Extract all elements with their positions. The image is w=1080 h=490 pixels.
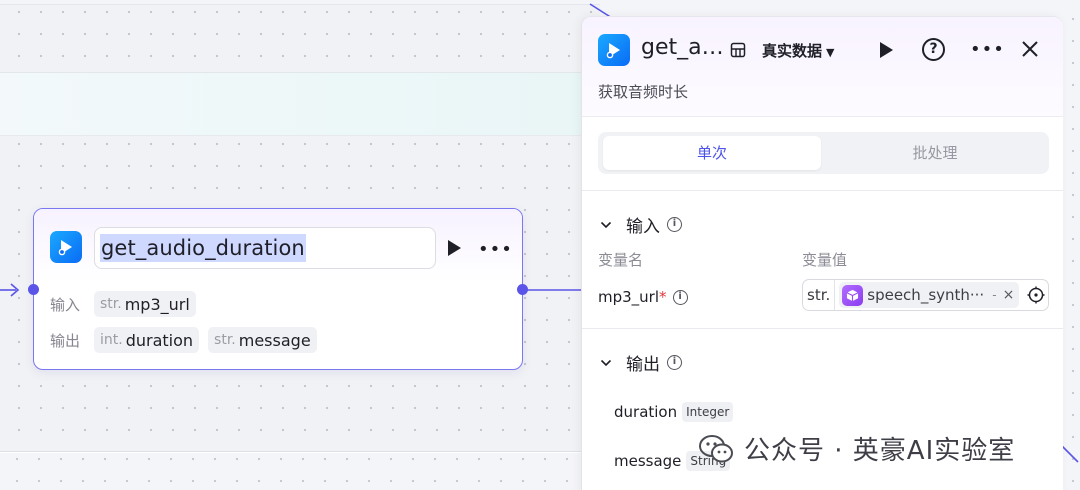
data-source-dropdown[interactable]: 真实数据▼ (762, 40, 834, 61)
data-source-label: 真实数据 (762, 42, 823, 60)
play-triangle-app-icon (598, 34, 630, 66)
panel-header (582, 17, 1063, 117)
info-icon[interactable]: i (667, 217, 682, 232)
target-icon[interactable] (1027, 286, 1045, 304)
play-triangle-app-icon (50, 231, 82, 263)
output-name: duration (614, 403, 678, 421)
output-section-header[interactable]: 输出 i (600, 350, 682, 375)
info-icon[interactable]: i (672, 289, 688, 305)
column-variable-value: 变量值 (802, 251, 848, 269)
canvas-group-strip (0, 72, 600, 136)
more-dots-icon[interactable]: ••• (478, 239, 513, 260)
info-icon[interactable]: i (667, 355, 682, 370)
output-item-duration: duration Integer (614, 402, 734, 422)
node-test-panel: get_a… 真实数据▼ ? ••• 获取音频时长 单次 批处理 输入 i 变量… (581, 16, 1063, 490)
input-section-header[interactable]: 输入 i (600, 212, 682, 237)
input-tag-mp3-url: str. mp3_url (94, 291, 196, 317)
wechat-logo-icon (699, 434, 733, 462)
reference-separator: - (992, 288, 997, 302)
workflow-node-get-audio-duration[interactable]: get_audio_duration ••• 输入 str. mp3_url 输… (28, 208, 528, 370)
node-title-input[interactable]: get_audio_duration (94, 227, 436, 269)
help-circle-icon[interactable]: ? (922, 38, 945, 61)
caret-down-icon: ▼ (826, 46, 835, 59)
output-tag-duration: int. duration (94, 327, 200, 353)
input-section-title: 输入 (626, 217, 660, 237)
tab-batch[interactable]: 批处理 (912, 144, 958, 162)
output-tag-message: str. message (208, 327, 317, 353)
node-inputs-row: 输入 str. mp3_url (50, 291, 205, 317)
variable-name-mp3-url: mp3_url* i (598, 288, 688, 306)
divider (582, 328, 1063, 329)
chevron-down-icon (600, 221, 612, 228)
divider (582, 190, 1063, 191)
tab-single[interactable]: 单次 (603, 136, 821, 170)
top-edge (589, 3, 613, 19)
clear-reference-button[interactable]: × (1002, 287, 1015, 303)
variable-reference-chip[interactable]: speech_synth··· - × (839, 282, 1020, 308)
incoming-edge-arrow (10, 283, 20, 297)
outputs-label: 输出 (50, 331, 81, 350)
variable-name: mp3_url (598, 288, 660, 306)
inputs-label: 输入 (50, 295, 81, 314)
more-dots-icon[interactable]: ••• (970, 39, 1005, 60)
input-port[interactable] (28, 284, 39, 295)
bottom-edge (1061, 445, 1079, 463)
column-variable-name: 变量名 (598, 251, 644, 269)
grid-icon[interactable] (730, 42, 746, 58)
cube-icon (842, 284, 864, 306)
output-type-badge: Integer (682, 402, 734, 422)
output-port[interactable] (517, 284, 528, 295)
panel-description: 获取音频时长 (598, 83, 689, 101)
play-icon[interactable] (876, 40, 896, 60)
node-title: get_audio_duration (100, 234, 306, 262)
node-outputs-row: 输出 int. duration str. message (50, 327, 326, 353)
variable-value-field[interactable]: str. speech_synth··· - × (802, 279, 1049, 311)
close-icon[interactable] (1020, 39, 1040, 59)
required-mark: * (659, 288, 667, 306)
reference-text: speech_synth··· (867, 286, 985, 304)
watermark: 公众号 · 英豪AI实验室 (698, 430, 1015, 467)
variable-type: str. (803, 280, 836, 310)
chevron-down-icon (600, 359, 612, 366)
run-mode-tabs: 单次 批处理 (598, 132, 1049, 174)
play-icon[interactable] (444, 238, 464, 258)
watermark-text: 公众号 · 英豪AI实验室 (744, 436, 1016, 466)
panel-title: get_a… (641, 35, 724, 60)
output-name: message (614, 452, 682, 470)
output-section-title: 输出 (626, 355, 660, 375)
